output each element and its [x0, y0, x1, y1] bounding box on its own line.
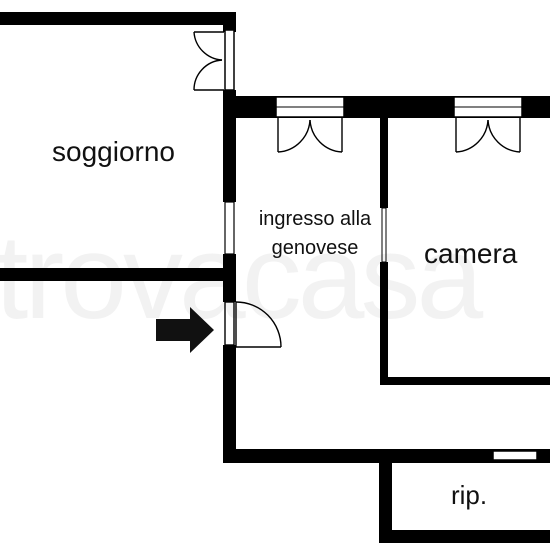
wall-divider-horizontal [0, 268, 236, 281]
window-icon [224, 29, 235, 91]
wall-rip-left [379, 449, 392, 543]
wall-soggiorno-right [223, 12, 236, 32]
wall-ingresso-left-lower [223, 345, 236, 463]
door-swing-icon [193, 31, 521, 153]
wall-camera-left-lower [380, 262, 388, 382]
opening-soggiorno-ingresso [224, 201, 235, 255]
room-label-ripostiglio: rip. [451, 480, 488, 510]
room-label-ingresso: ingresso alla genovese [258, 208, 372, 259]
room-label-soggiorno: soggiorno [52, 136, 175, 167]
window-icon [492, 450, 538, 461]
wall-rip-bottom [379, 530, 550, 543]
windows [224, 29, 538, 461]
opening-ingresso-camera [381, 207, 387, 263]
entrance-door [224, 301, 282, 348]
arrow-right-icon [156, 307, 214, 353]
wall-camera-left-upper [380, 110, 388, 208]
room-label-camera: camera [424, 238, 518, 269]
walls [0, 12, 550, 543]
wall-ingresso-left-upper [223, 110, 236, 202]
wall-camera-bottom [380, 377, 550, 385]
wall-top-soggiorno [0, 12, 236, 25]
